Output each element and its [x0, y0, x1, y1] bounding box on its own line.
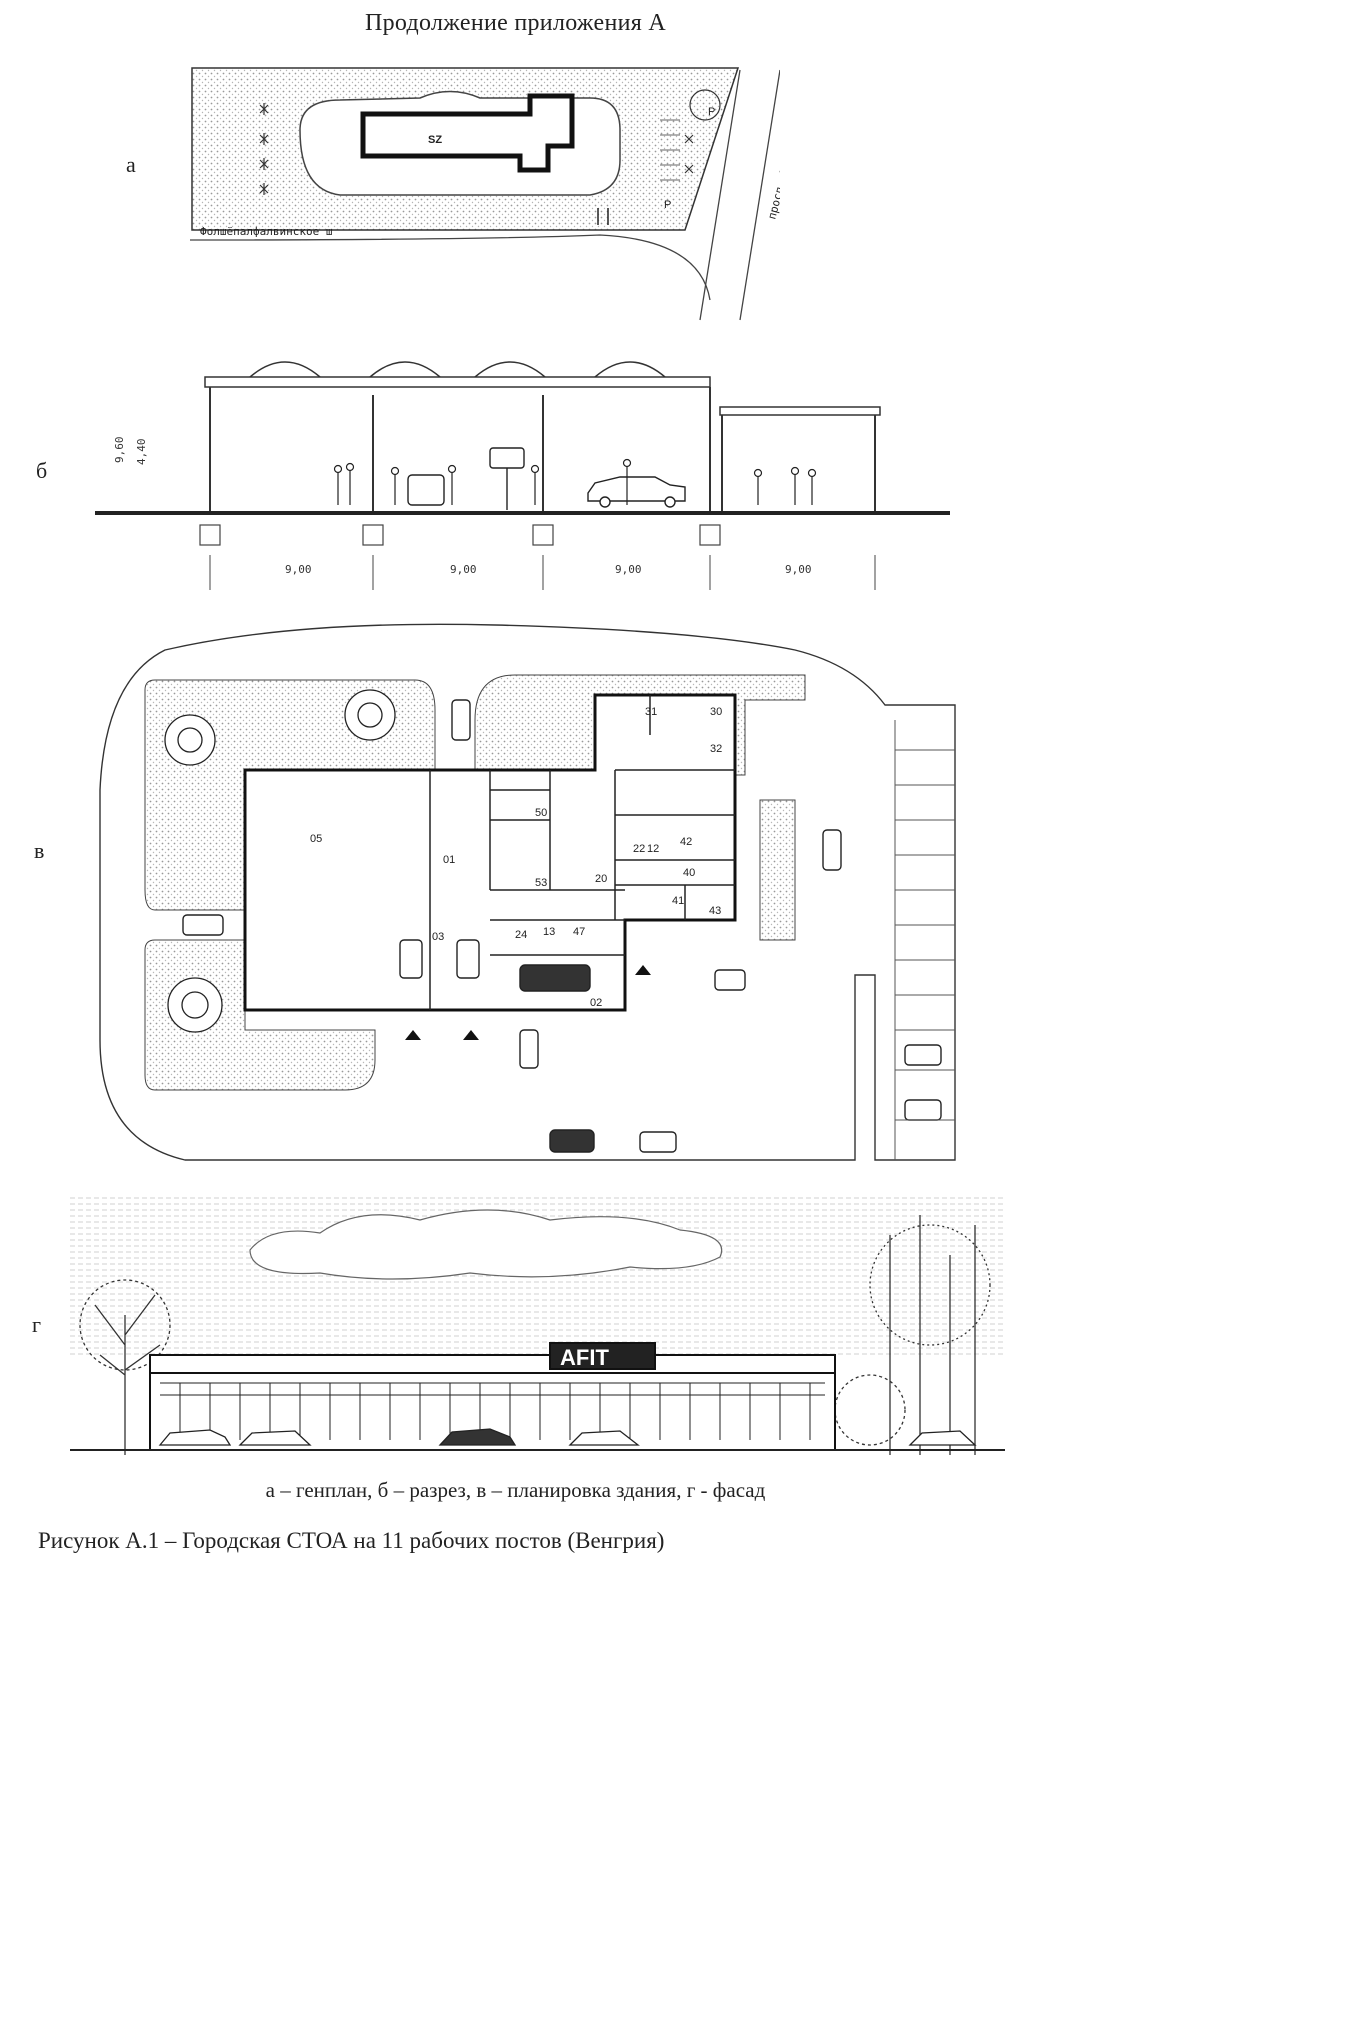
room-40: 40: [683, 867, 695, 879]
figure-legend: а – генплан, б – разрез, в – планировка …: [265, 1478, 766, 1502]
room-43: 43: [709, 905, 721, 917]
room-01: 01: [443, 854, 455, 866]
facade-fascia: [149, 1354, 836, 1374]
site-outline: [99, 623, 956, 1161]
lawn-east: [759, 799, 796, 941]
lawn-southwest: [144, 939, 376, 1091]
facade-drawing: AFIT: [70, 1195, 1005, 1455]
tree-icons: [259, 89, 721, 195]
interior-walls: [429, 695, 735, 1010]
main-roof: [204, 376, 711, 388]
span-2: 9,00: [450, 563, 477, 576]
plan-trees: [164, 689, 396, 1033]
columns: [209, 387, 876, 513]
section-drawing: 9,60 4,40 9,00 9,00 9,00 9,00: [95, 361, 950, 590]
room-47: 47: [573, 926, 585, 938]
roof-domes: [249, 361, 666, 378]
room-30: 30: [710, 706, 722, 718]
parking-stalls: [894, 720, 955, 1160]
figure-caption: Рисунок А.1 – Городская СТОА на 11 рабоч…: [38, 1528, 665, 1553]
facade-cars: [158, 1428, 977, 1446]
room-32: 32: [710, 743, 722, 755]
height-hall: 4,40: [135, 439, 148, 466]
room-02: 02: [590, 997, 602, 1009]
room-41: 41: [672, 895, 684, 907]
page-title: Продолжение приложения А: [364, 10, 666, 36]
sign-panel: [549, 1342, 656, 1370]
panel-d-letter: г: [32, 1312, 42, 1337]
span-dimension-lines: [209, 555, 876, 590]
building-footprint: [360, 93, 575, 173]
panel-c-letter: в: [34, 838, 45, 863]
panel-a-letter: а: [126, 152, 136, 177]
facade-sign: AFIT: [560, 1345, 609, 1370]
span-4: 9,00: [785, 563, 812, 576]
parking-stripes: [660, 119, 680, 181]
room-22: 22: [633, 843, 645, 855]
section-people: [333, 458, 817, 505]
avenue-edges: [699, 69, 780, 321]
room-31: 31: [645, 706, 657, 718]
span-1: 9,00: [285, 563, 312, 576]
span-3: 9,00: [615, 563, 642, 576]
footings: [199, 524, 721, 546]
room-50: 50: [535, 807, 547, 819]
building-label: SZ: [428, 134, 442, 146]
section-cars: [407, 447, 686, 510]
plan-cars: [182, 699, 942, 1153]
entrance-arrows: [597, 208, 609, 225]
room-20: 20: [595, 873, 607, 885]
parking-mark-bottom: P: [664, 199, 671, 211]
floor-plan-drawing: 05 01 50 53 20 31 30 32 42 40 41 43 24 1…: [99, 623, 956, 1161]
room-03: 03: [432, 931, 444, 943]
parking-mark-top: P: [708, 106, 715, 118]
room-12: 12: [647, 843, 659, 855]
annex-roof: [719, 406, 881, 416]
room-53: 53: [535, 877, 547, 889]
panel-b-letter: б: [36, 458, 48, 483]
facade-windows: [160, 1382, 825, 1440]
height-total: 9,60: [113, 437, 126, 464]
main-road-edge: [189, 234, 711, 301]
site-plan-drawing: SZ P P Фолшёпалфалвинское ш просп. Ракоц…: [189, 67, 780, 321]
road-left-label: Фолшёпалфалвинское ш: [200, 225, 332, 238]
room-13: 13: [543, 926, 555, 938]
cloud-shape: [249, 1209, 723, 1280]
room-42: 42: [680, 836, 692, 848]
room-24: 24: [515, 929, 527, 941]
room-05: 05: [310, 833, 322, 845]
entrance-markers: [405, 965, 651, 1040]
